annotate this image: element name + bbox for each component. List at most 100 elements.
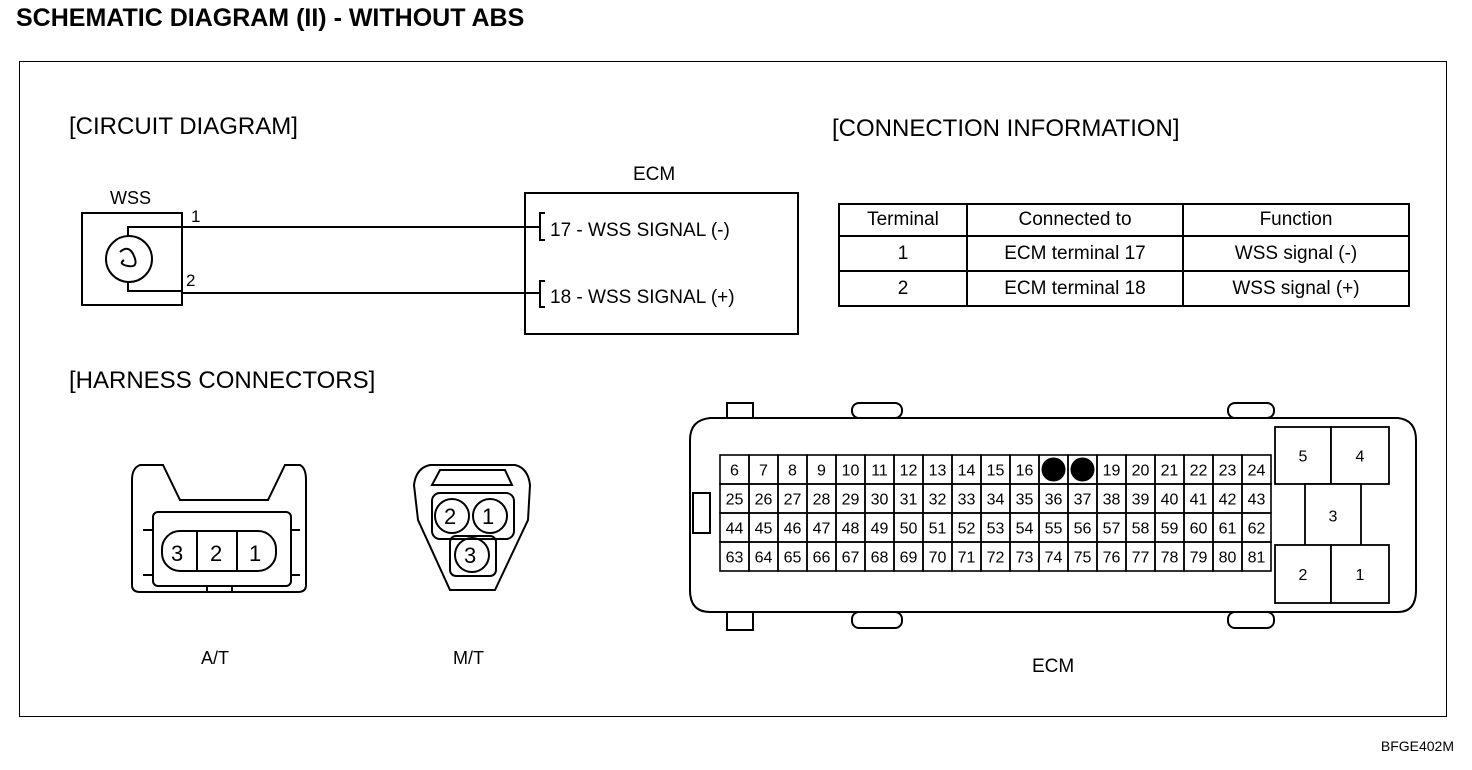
ecm-pin-number: 21 bbox=[1161, 463, 1179, 480]
connection-table-header: Terminal Connected to Function bbox=[838, 203, 1410, 237]
ecm-pin-number: 68 bbox=[871, 550, 889, 567]
ecm-pin-number: 50 bbox=[900, 521, 918, 538]
sine-wave-icon bbox=[119, 247, 137, 268]
wss-pin-2: 2 bbox=[186, 271, 195, 290]
wss-label: WSS bbox=[110, 188, 151, 208]
ecm-large-pin-number: 1 bbox=[1356, 567, 1365, 584]
ecm-pin-number: 6 bbox=[730, 463, 739, 480]
ecm-pin-18-bracket bbox=[539, 280, 545, 308]
ecm-pin-number: 44 bbox=[726, 521, 744, 538]
ecm-pin-number: 47 bbox=[813, 521, 831, 538]
ecm-pin-number: 79 bbox=[1190, 550, 1208, 567]
at-pin-3: 3 bbox=[171, 541, 183, 566]
ecm-pin-number: 43 bbox=[1248, 492, 1266, 509]
ecm-pin-number: 36 bbox=[1045, 492, 1063, 509]
reference-code: BFGE402M bbox=[1380, 738, 1454, 754]
ecm-pin-17-label: 17 - WSS SIGNAL (-) bbox=[550, 220, 730, 241]
ecm-connector-label: ECM bbox=[1032, 656, 1074, 677]
ecm-large-pin-cell bbox=[1330, 544, 1390, 604]
ecm-pin-number: 63 bbox=[726, 550, 744, 567]
ecm-pin-number: 54 bbox=[1016, 521, 1034, 538]
ecm-pin-cell bbox=[1241, 541, 1272, 572]
ecm-pin-number: 78 bbox=[1161, 550, 1179, 567]
connection-table: Terminal Connected to Function 1 ECM ter… bbox=[838, 203, 1410, 307]
ecm-pin-number: 33 bbox=[958, 492, 976, 509]
ecm-pin-number: 13 bbox=[929, 463, 947, 480]
ecm-pin-number: 71 bbox=[958, 550, 976, 567]
table-cell: WSS signal (+) bbox=[1182, 270, 1410, 307]
ecm-connector bbox=[689, 402, 1417, 631]
ecm-pin-number: 7 bbox=[759, 463, 768, 480]
ecm-pin-number: 65 bbox=[784, 550, 802, 567]
mt-pin-2: 2 bbox=[444, 504, 456, 529]
ecm-pin-number: 74 bbox=[1045, 550, 1063, 567]
ecm-pin-number: 59 bbox=[1161, 521, 1179, 538]
ecm-pin-number: 66 bbox=[813, 550, 831, 567]
ecm-pin-number: 61 bbox=[1219, 521, 1237, 538]
ecm-pin-number: 75 bbox=[1074, 550, 1092, 567]
ecm-pin-number: 69 bbox=[900, 550, 918, 567]
ecm-pin-number: 14 bbox=[958, 463, 976, 480]
ecm-pin-number: 32 bbox=[929, 492, 947, 509]
ecm-pin-number: 9 bbox=[817, 463, 826, 480]
table-row: 1 ECM terminal 17 WSS signal (-) bbox=[838, 235, 1410, 272]
ecm-pin-number: 24 bbox=[1248, 463, 1266, 480]
ecm-pin-number: 35 bbox=[1016, 492, 1034, 509]
mt-pin-3: 3 bbox=[464, 543, 476, 568]
ecm-pin-number: 15 bbox=[987, 463, 1005, 480]
at-pin-1: 1 bbox=[249, 541, 261, 566]
ecm-pin-number: 48 bbox=[842, 521, 860, 538]
ecm-pin-number: 51 bbox=[929, 521, 947, 538]
page-title: SCHEMATIC DIAGRAM (II) - WITHOUT ABS bbox=[16, 4, 525, 32]
ecm-box bbox=[524, 192, 799, 335]
ecm-pin-number: 31 bbox=[900, 492, 918, 509]
ecm-pin-number: 76 bbox=[1103, 550, 1121, 567]
ecm-large-pin-number: 2 bbox=[1299, 567, 1308, 584]
ecm-pin-number: 39 bbox=[1132, 492, 1150, 509]
ecm-pin-number: 52 bbox=[958, 521, 976, 538]
ecm-large-pin-cell bbox=[1274, 544, 1332, 604]
circuit-diagram-heading: [CIRCUIT DIAGRAM] bbox=[69, 113, 298, 140]
wss-sensor-symbol bbox=[105, 235, 153, 283]
ecm-pin-17-bracket bbox=[539, 212, 545, 241]
ecm-pin-number: 49 bbox=[871, 521, 889, 538]
ecm-pin-number: 29 bbox=[842, 492, 860, 509]
ecm-pin-number: 40 bbox=[1161, 492, 1179, 509]
ecm-pin-number: 11 bbox=[871, 463, 888, 480]
table-cell: 2 bbox=[838, 270, 968, 307]
ecm-pin-number: 72 bbox=[987, 550, 1005, 567]
ecm-pin-number: 34 bbox=[987, 492, 1005, 509]
diagram-frame bbox=[19, 61, 1447, 717]
ecm-pin-number: 26 bbox=[755, 492, 773, 509]
mt-label: M/T bbox=[453, 648, 484, 668]
table-cell: 1 bbox=[838, 235, 968, 272]
ecm-pin-number: 30 bbox=[871, 492, 889, 509]
at-connector bbox=[131, 464, 307, 593]
ecm-pin-number: 38 bbox=[1103, 492, 1121, 509]
table-cell: WSS signal (-) bbox=[1182, 235, 1410, 272]
at-label: A/T bbox=[201, 648, 229, 668]
ecm-pin-number: 70 bbox=[929, 550, 947, 567]
connection-info-heading: [CONNECTION INFORMATION] bbox=[832, 115, 1180, 142]
table-cell: ECM terminal 18 bbox=[966, 270, 1184, 307]
ecm-pin-number: 41 bbox=[1190, 492, 1208, 509]
ecm-pin-number: 42 bbox=[1219, 492, 1237, 509]
ecm-pin-number: 16 bbox=[1016, 463, 1034, 480]
mt-connector bbox=[412, 464, 532, 591]
ecm-pin-number: 53 bbox=[987, 521, 1005, 538]
ecm-pin-number: 46 bbox=[784, 521, 802, 538]
ecm-pin-number: 20 bbox=[1132, 463, 1150, 480]
ecm-large-pin-cell bbox=[1330, 426, 1390, 485]
ecm-pin-number: 57 bbox=[1103, 521, 1121, 538]
ecm-pin-number: 23 bbox=[1219, 463, 1237, 480]
ecm-pin-number: 58 bbox=[1132, 521, 1150, 538]
ecm-large-pin-number: 5 bbox=[1299, 449, 1308, 466]
ecm-pin-number: 25 bbox=[726, 492, 744, 509]
ecm-large-pin-number: 4 bbox=[1356, 449, 1365, 466]
ecm-pin-number: 12 bbox=[900, 463, 918, 480]
ecm-pin-number: 80 bbox=[1219, 550, 1237, 567]
ecm-large-pin-cell bbox=[1304, 483, 1362, 548]
